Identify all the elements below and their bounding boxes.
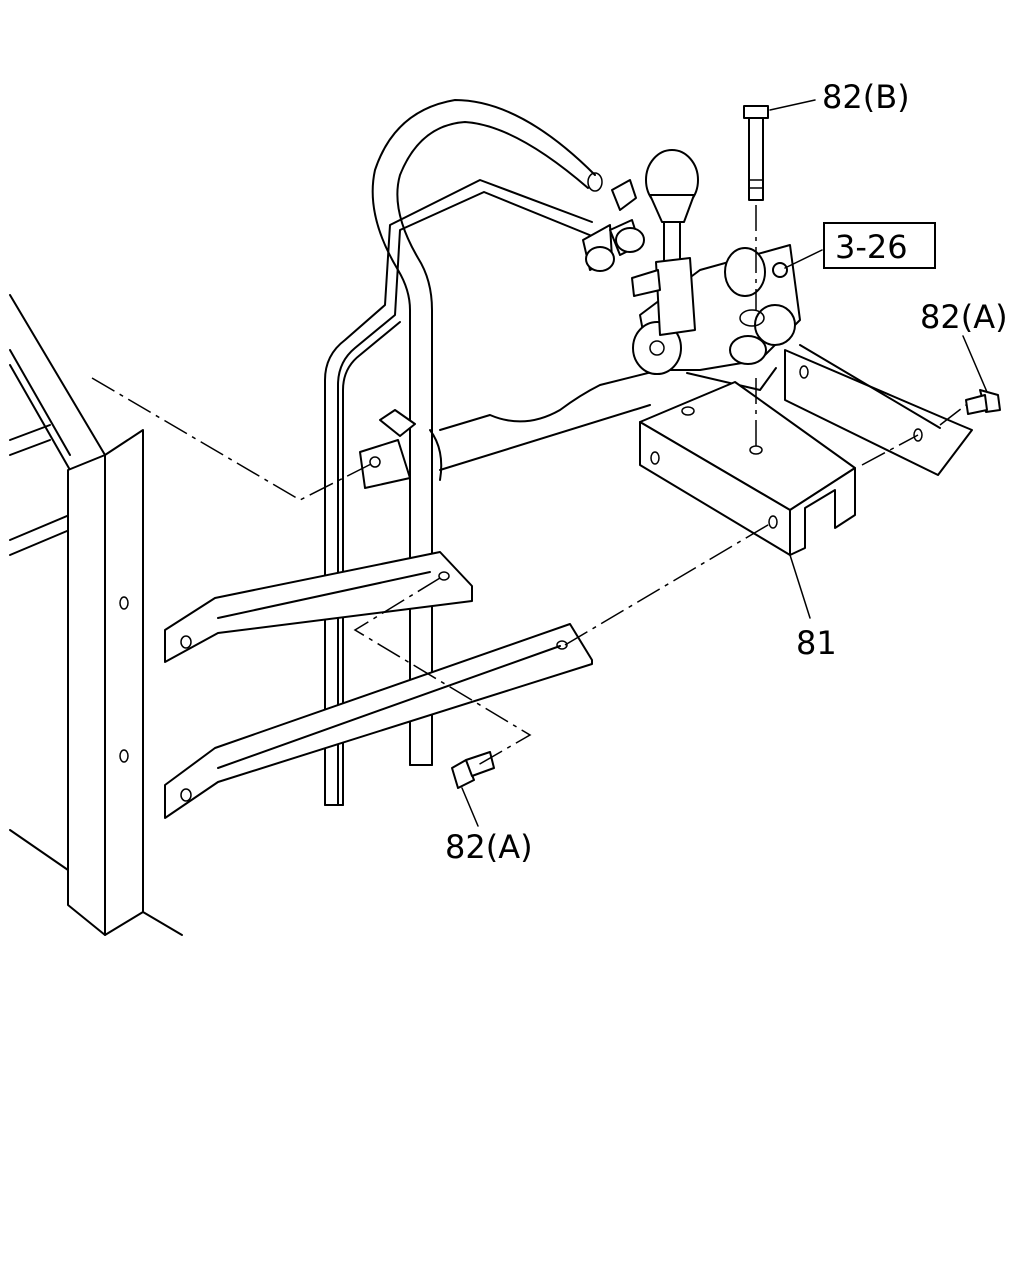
valve-assembly xyxy=(631,149,801,391)
bolt-82b xyxy=(743,105,769,201)
support-rod xyxy=(359,369,661,489)
callout-81: 81 xyxy=(796,624,837,662)
callout-82b: 82(B) xyxy=(822,78,910,116)
cab-frame xyxy=(9,294,183,936)
callout-3-26: 3-26 xyxy=(835,228,908,266)
lower-brackets xyxy=(164,551,593,819)
reference-box xyxy=(823,222,936,269)
callout-82a-right: 82(A) xyxy=(920,298,1008,336)
bracket-81 xyxy=(639,344,973,556)
pipe-lines xyxy=(324,99,645,806)
callout-82a-bottom: 82(A) xyxy=(445,828,533,866)
bolt-82a-bottom xyxy=(451,751,495,789)
center-lines xyxy=(91,205,967,766)
bolt-82a-right xyxy=(965,389,1001,415)
leader-lines xyxy=(461,99,988,827)
